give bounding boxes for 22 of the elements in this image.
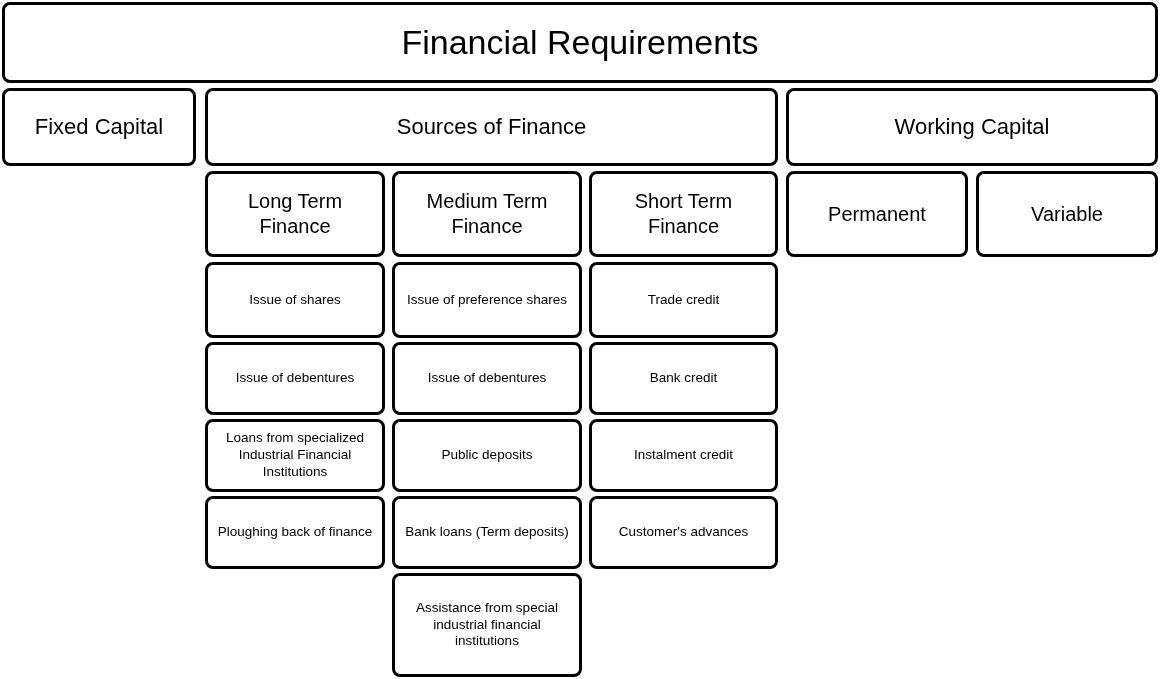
label-box: Permanent — [786, 171, 968, 257]
label-box: Short Term Finance — [589, 171, 778, 257]
label-box: Assistance from special industrial financial institutions — [392, 573, 582, 677]
label-box: Variable — [976, 171, 1158, 257]
label-box: Medium Term Finance — [392, 171, 582, 257]
label-box: Public deposits — [392, 419, 582, 492]
label-box: Issue of debentures — [392, 342, 582, 415]
label-box: Issue of debentures — [205, 342, 385, 415]
label-box: Issue of preference shares — [392, 262, 582, 338]
label-box: Long Term Finance — [205, 171, 385, 257]
label-box: Bank credit — [589, 342, 778, 415]
label-box: Issue of shares — [205, 262, 385, 338]
label-box: Financial Requirements — [2, 2, 1158, 83]
label-box: Fixed Capital — [2, 88, 196, 166]
label-box: Trade credit — [589, 262, 778, 338]
label-box: Instalment credit — [589, 419, 778, 492]
label-box: Bank loans (Term deposits) — [392, 496, 582, 569]
label-box: Ploughing back of finance — [205, 496, 385, 569]
label-box: Sources of Finance — [205, 88, 778, 166]
label-box: Working Capital — [786, 88, 1158, 166]
label-box: Customer's advances — [589, 496, 778, 569]
label-box: Loans from specialized Industrial Financial Institutions — [205, 419, 385, 492]
